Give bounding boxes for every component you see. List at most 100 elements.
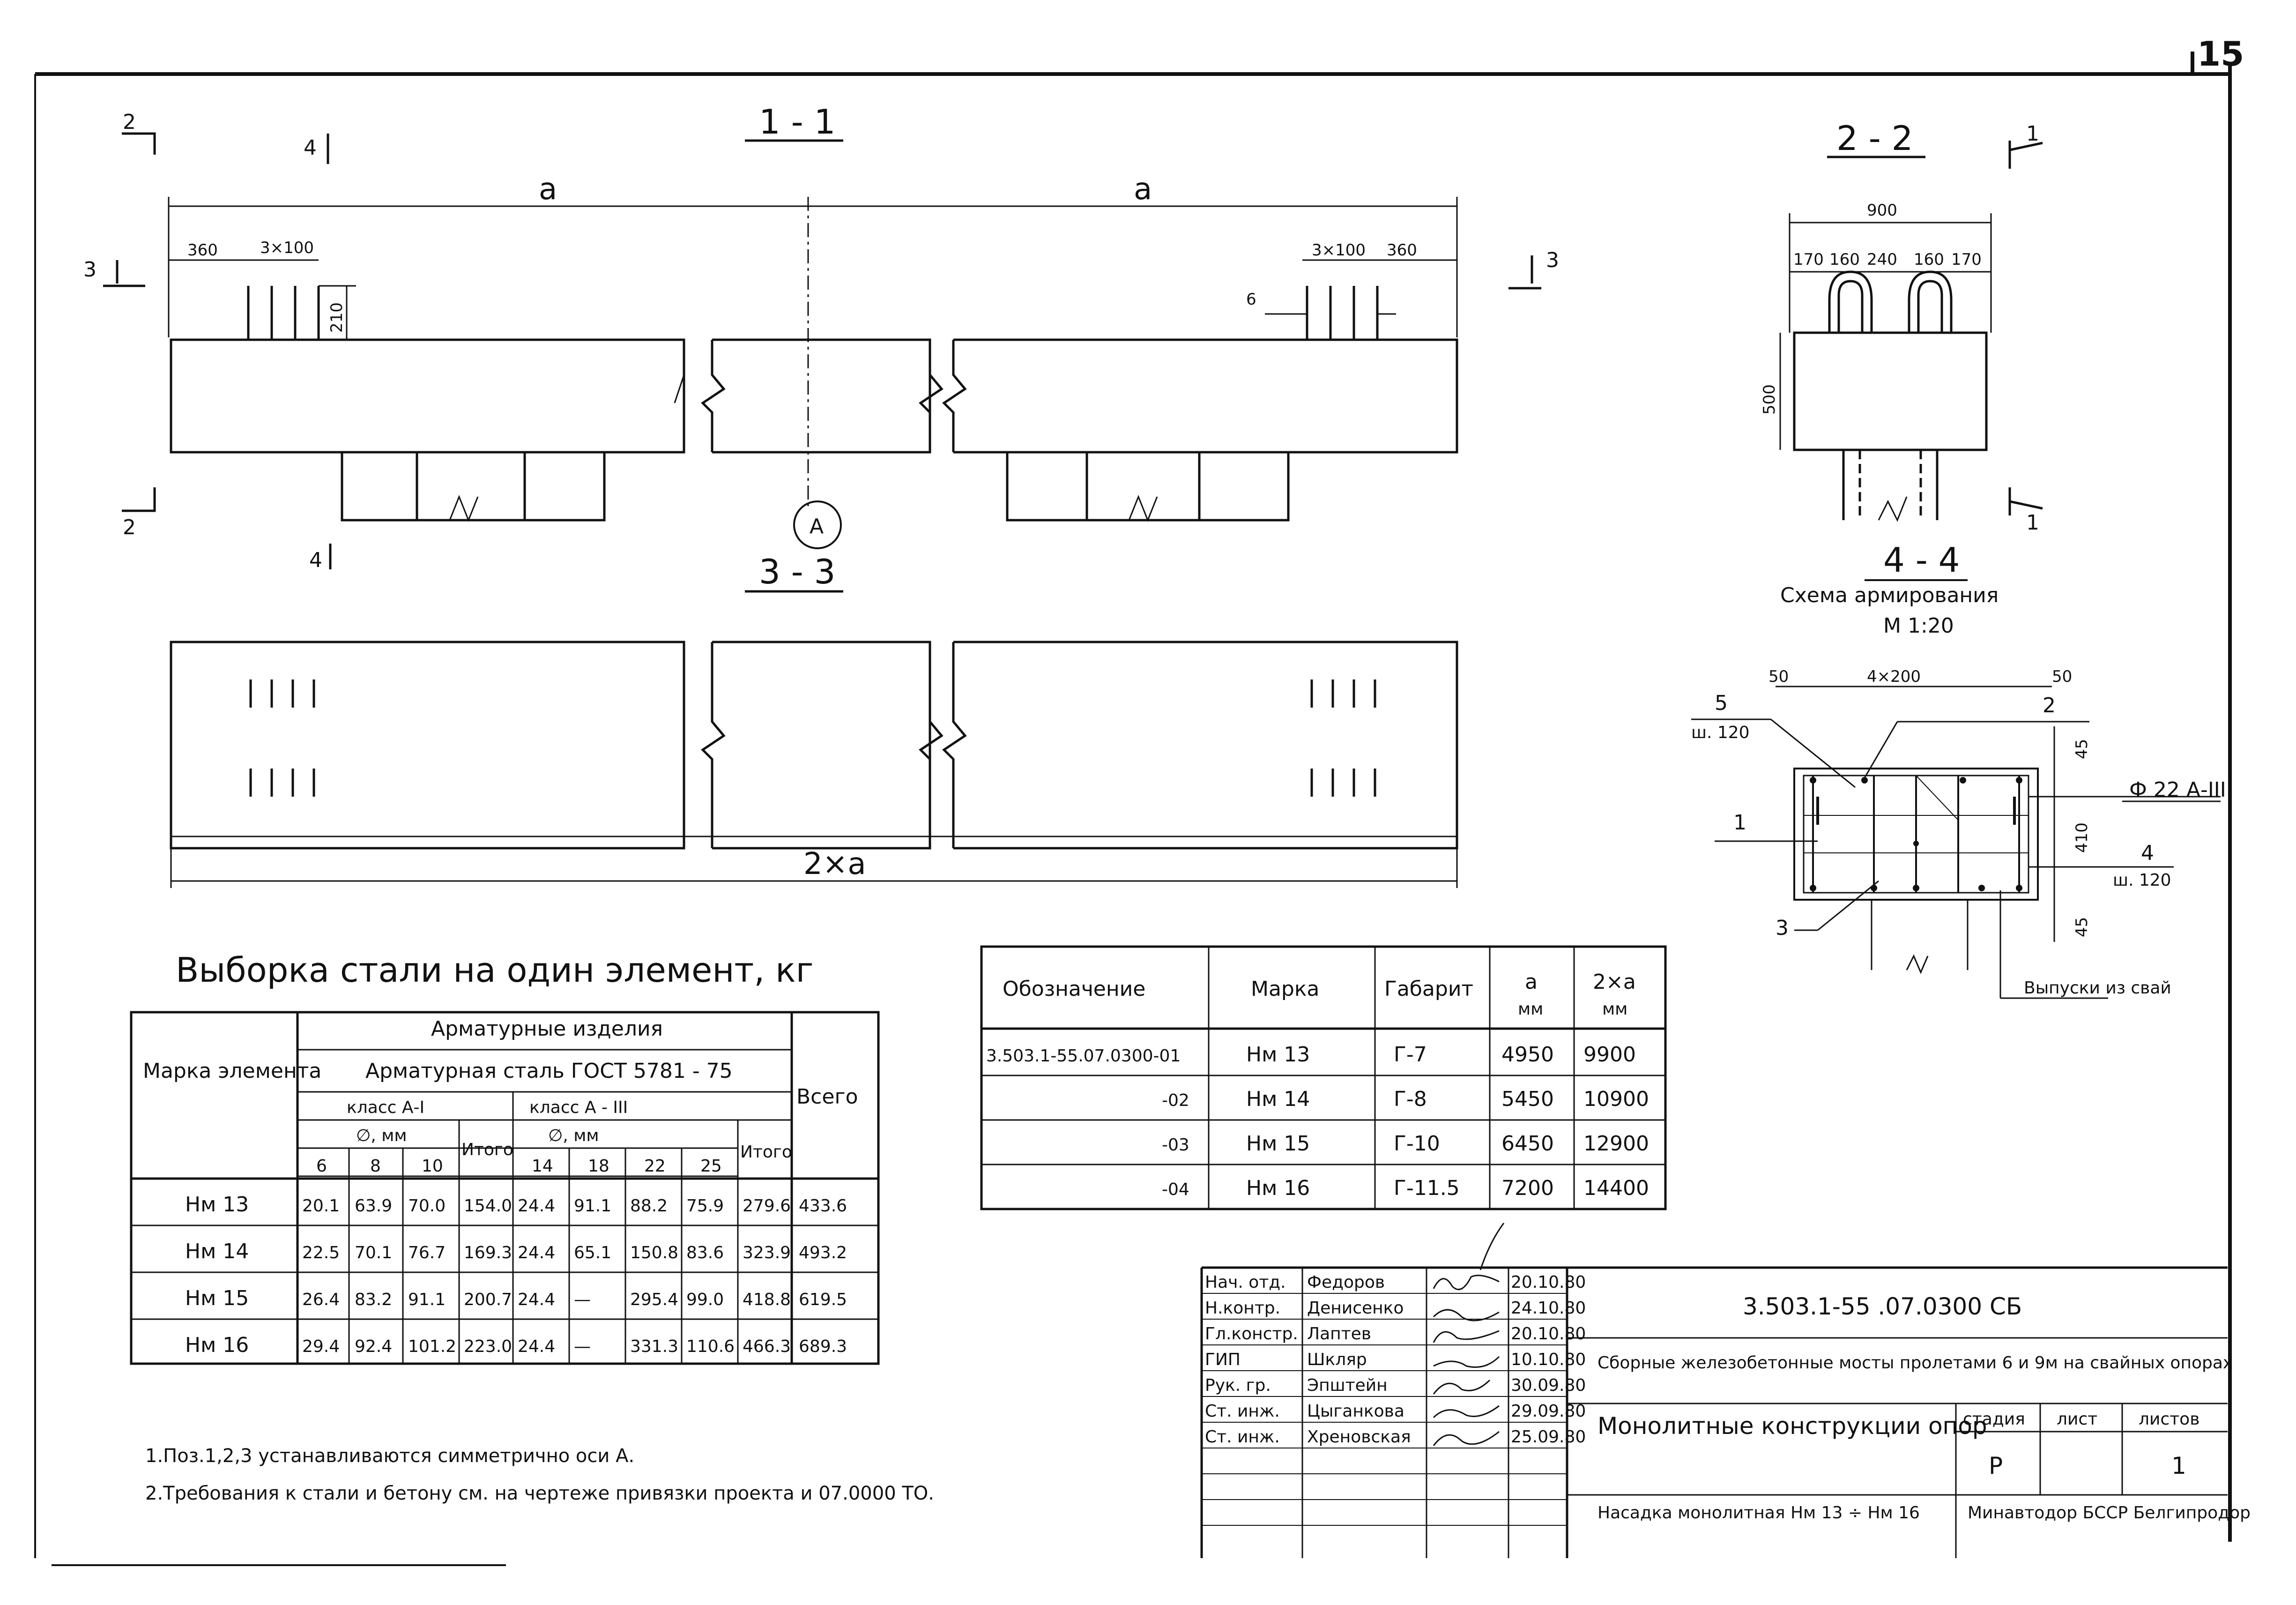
h-steel: Арматурная сталь ГОСТ 5781 - 75: [365, 1059, 733, 1083]
types-row-cell: Г-11.5: [1394, 1176, 1460, 1200]
cut-2-bottom: 2: [123, 515, 136, 539]
stamp-role: Ст. инж.: [1205, 1427, 1280, 1447]
stamp-name: Цыганкова: [1307, 1402, 1404, 1421]
steel-row-cell: 20.1: [302, 1196, 340, 1216]
stamp-date: 20.10.80: [1511, 1273, 1586, 1292]
steel-row-cell: 154.0: [464, 1196, 512, 1216]
pos-4-label: 4: [2141, 841, 2154, 865]
stamp-stage: Р: [1989, 1452, 2003, 1479]
steel-row-cell: 466.3: [743, 1337, 791, 1356]
steel-row-cell: 200.7: [464, 1290, 512, 1309]
steel-row-mark: Нм 13: [185, 1193, 249, 1217]
types-row-cell: Г-10: [1394, 1132, 1440, 1156]
t-h-a: a: [1525, 970, 1538, 994]
t-h-gab: Габарит: [1384, 977, 1473, 1001]
dim-210: 210: [327, 302, 346, 333]
types-row-cell: Нм 13: [1246, 1043, 1310, 1067]
steel-row-cell: 83.2: [355, 1290, 392, 1309]
types-row-cell: 10900: [1583, 1087, 1649, 1111]
pos-3-label: 3: [1776, 916, 1789, 940]
steel-row-cell: —: [574, 1337, 591, 1356]
steel-row-cell: 83.6: [686, 1243, 724, 1262]
dim-3x100-right: 3×100: [1312, 241, 1366, 260]
types-row-cell: 14400: [1583, 1176, 1649, 1200]
h-d10: 10: [422, 1157, 443, 1176]
types-row-code: -02: [1162, 1091, 1189, 1110]
stamp-name: Эпштейн: [1307, 1376, 1388, 1395]
steel-row-cell: 75.9: [686, 1196, 724, 1216]
dim-a-left: a: [539, 172, 557, 207]
cut-3-right: 3: [1546, 248, 1559, 272]
steel-row-cell: 24.4: [518, 1196, 555, 1216]
cut-3-left: 3: [83, 258, 97, 282]
dim-6: 6: [1246, 290, 1256, 309]
dim-50-right: 50: [2052, 667, 2072, 686]
types-row-cell: Г-8: [1394, 1087, 1427, 1111]
stamp-role: Ст. инж.: [1205, 1402, 1280, 1421]
stamp-name: Хреновская: [1307, 1427, 1411, 1447]
section-4-4: 4 - 4 Схема армирования М 1:20 50 4×200 …: [1691, 540, 2226, 999]
stamp-date: 24.10.80: [1511, 1299, 1586, 1318]
steel-row-cell: 279.6: [743, 1196, 791, 1216]
section-3-3: 3 - 3 2×a: [170, 552, 1458, 888]
section-1-1: 1 - 1 a a 360 3×100 210 3×100 360 6: [83, 102, 1559, 572]
steel-row-cell: 110.6: [686, 1337, 735, 1356]
steel-row-cell: 65.1: [574, 1243, 611, 1262]
types-row-cell: 12900: [1583, 1132, 1649, 1156]
section-4-4-scale: М 1:20: [1883, 614, 1954, 638]
steel-row-cell: 295.4: [630, 1290, 678, 1309]
steel-row-cell: 689.3: [799, 1337, 847, 1356]
stamp-name: Лаптев: [1307, 1324, 1371, 1344]
stamp-date: 29.09.80: [1511, 1402, 1586, 1421]
steel-row-cell: 70.0: [408, 1196, 446, 1216]
stamp-name: Шкляр: [1307, 1350, 1367, 1369]
h-d18: 18: [588, 1157, 609, 1176]
steel-row-cell: 619.5: [799, 1290, 847, 1309]
h-d8: 8: [370, 1157, 381, 1176]
steel-row-cell: 331.3: [630, 1337, 678, 1356]
t-h-code: Обозначение: [1003, 977, 1145, 1001]
t-h-2a-unit: мм: [1602, 1000, 1627, 1019]
steel-row-mark: Нм 16: [185, 1333, 249, 1357]
types-row-cell: 6450: [1501, 1132, 1554, 1156]
steel-row-cell: 493.2: [799, 1243, 847, 1262]
stamp-role: ГИП: [1205, 1350, 1241, 1369]
steel-row-cell: 92.4: [355, 1337, 392, 1356]
types-row-code: -04: [1162, 1180, 1189, 1199]
rebar-label: Ф 22 А-III: [2129, 778, 2226, 802]
pos-5-label: 5: [1715, 691, 1728, 715]
stamp-item: Насадка монолитная Нм 13 ÷ Нм 16: [1598, 1503, 1920, 1523]
dim-a-right: a: [1134, 172, 1152, 207]
stamp-role: Рук. гр.: [1205, 1376, 1271, 1395]
stamp-project: Сборные железобетонные мосты пролетами 6…: [1598, 1353, 2233, 1373]
steel-row-cell: 24.4: [518, 1290, 555, 1309]
section-1-1-title: 1 - 1: [759, 102, 835, 142]
pos-1-label: 1: [1733, 811, 1746, 835]
types-row-cell: Г-7: [1394, 1043, 1427, 1067]
h-class-a1: класс А-I: [347, 1098, 424, 1117]
steel-row-cell: —: [574, 1290, 591, 1309]
section-4-4-title: 4 - 4: [1883, 540, 1960, 580]
signatures: [1433, 1223, 1505, 1446]
steel-row-cell: 433.6: [799, 1196, 847, 1216]
steel-row-cell: 223.0: [464, 1337, 512, 1356]
h-diam3: ∅, мм: [548, 1126, 599, 1145]
types-row-code: -03: [1162, 1135, 1189, 1155]
cut-4-top: 4: [304, 136, 317, 160]
steel-row-cell: 24.4: [518, 1337, 555, 1356]
cut-4-bottom: 4: [309, 548, 322, 572]
steel-table-title: Выборка стали на один элемент, кг: [176, 950, 813, 990]
dim-160a: 160: [1829, 250, 1860, 269]
stamp-sheets: 1: [2171, 1452, 2186, 1479]
stamp-role: Нач. отд.: [1205, 1273, 1286, 1292]
types-row-cell: 4950: [1501, 1043, 1554, 1067]
steel-table: Выборка стали на один элемент, кг Марка …: [130, 950, 880, 1365]
h-total1: Итого: [461, 1140, 513, 1159]
h-mark: Марка элемента: [143, 1059, 321, 1083]
steel-row-cell: 99.0: [686, 1290, 724, 1309]
pos-5-step: ш. 120: [1691, 723, 1750, 742]
steel-row-cell: 91.1: [574, 1196, 611, 1216]
steel-row-cell: 169.3: [464, 1243, 512, 1262]
